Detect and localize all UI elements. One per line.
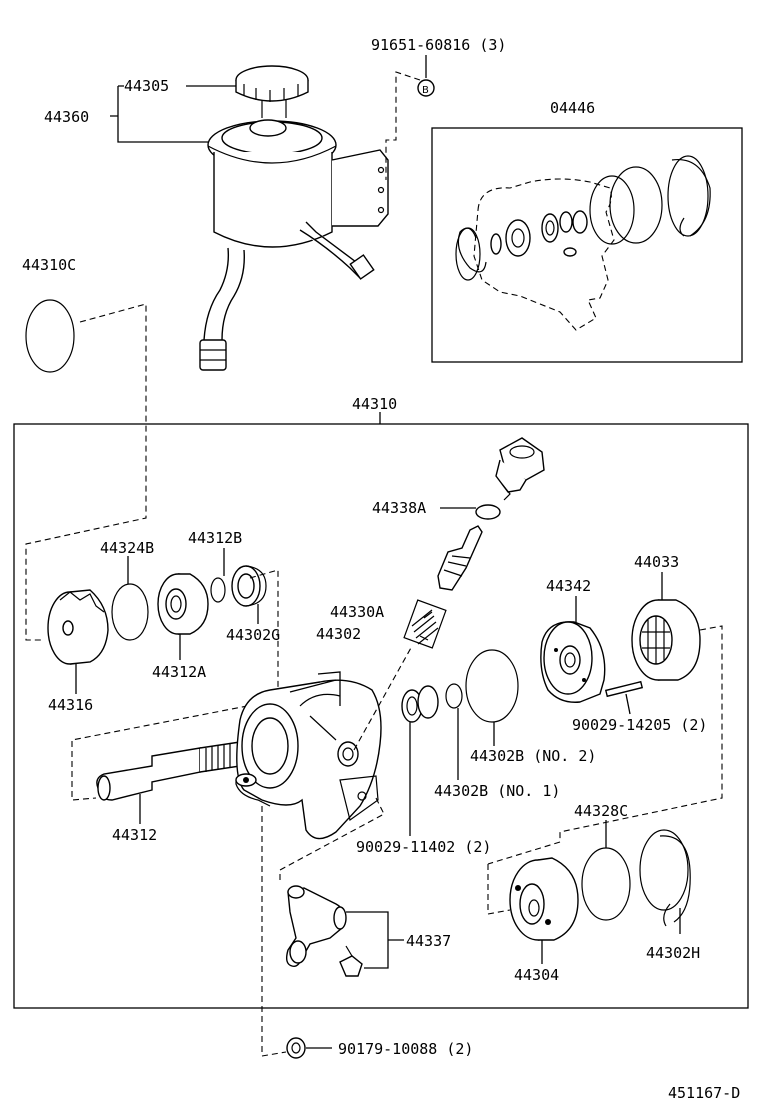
label-44342: 44342 (546, 577, 591, 595)
label-90179-10088: 90179-10088 (2) (338, 1040, 473, 1058)
label-44302b-no2: 44302B (NO. 2) (470, 747, 596, 765)
label-44033: 44033 (634, 553, 679, 571)
snap-ring-44324b (111, 583, 149, 641)
label-44316: 44316 (48, 696, 93, 714)
pump-housing-44302 (235, 679, 382, 840)
pump-assembly-box (13, 423, 749, 1009)
label-44312: 44312 (112, 826, 157, 844)
label-44310: 44310 (352, 395, 397, 413)
o-ring-44328c (581, 847, 631, 921)
label-451167-d: 451167-D (668, 1084, 740, 1102)
label-90029-11402: 90029-11402 (2) (356, 838, 491, 856)
oil-seal-44302g (231, 565, 267, 607)
elbow-fitting-44337 (285, 885, 363, 977)
nut-90179 (286, 1037, 306, 1059)
pin-90029-14205 (604, 680, 644, 698)
label-44302b-no1: 44302B (NO. 1) (434, 782, 560, 800)
o-ring-44310c (25, 299, 75, 373)
shaft-44312 (96, 741, 241, 801)
label-44302: 44302 (316, 625, 361, 643)
o-ring-44338a (475, 504, 501, 520)
label-44330a: 44330A (330, 603, 384, 621)
snap-ring-44312b (210, 577, 226, 603)
label-44324b: 44324B (100, 539, 154, 557)
seal-kit-parts (455, 155, 711, 331)
cam-ring-44033 (631, 599, 701, 681)
bearing-44312a (157, 573, 209, 635)
label-44312b: 44312B (188, 529, 242, 547)
label-90029-14205: 90029-14205 (2) (572, 716, 707, 734)
bolt-b (417, 55, 435, 97)
label-04446: 04446 (550, 99, 595, 117)
union-fitting (495, 437, 545, 501)
label-44360: 44360 (44, 108, 89, 126)
reservoir-assembly (199, 65, 389, 371)
label-91651-60816: 91651-60816 (3) (371, 36, 506, 54)
o-ring-44302b-no2 (465, 649, 519, 723)
side-plate-44342 (540, 621, 606, 703)
label-44338a: 44338A (372, 499, 426, 517)
label-44302g: 44302G (226, 626, 280, 644)
label-44328c: 44328C (574, 802, 628, 820)
flow-control-valve (437, 525, 483, 591)
label-b: B (422, 85, 429, 96)
seal-kit-box (431, 127, 743, 363)
label-44310c: 44310C (22, 256, 76, 274)
label-44312a: 44312A (152, 663, 206, 681)
pulley-44316 (47, 589, 109, 665)
label-44337: 44337 (406, 932, 451, 950)
rear-cover-44304 (509, 857, 579, 941)
snap-ring-44302h (639, 829, 689, 911)
label-44302h: 44302H (646, 944, 700, 962)
label-44305: 44305 (124, 77, 169, 95)
o-ring-44302b-no1 (445, 683, 463, 709)
label-44304: 44304 (514, 966, 559, 984)
spring-44330a (403, 599, 447, 649)
